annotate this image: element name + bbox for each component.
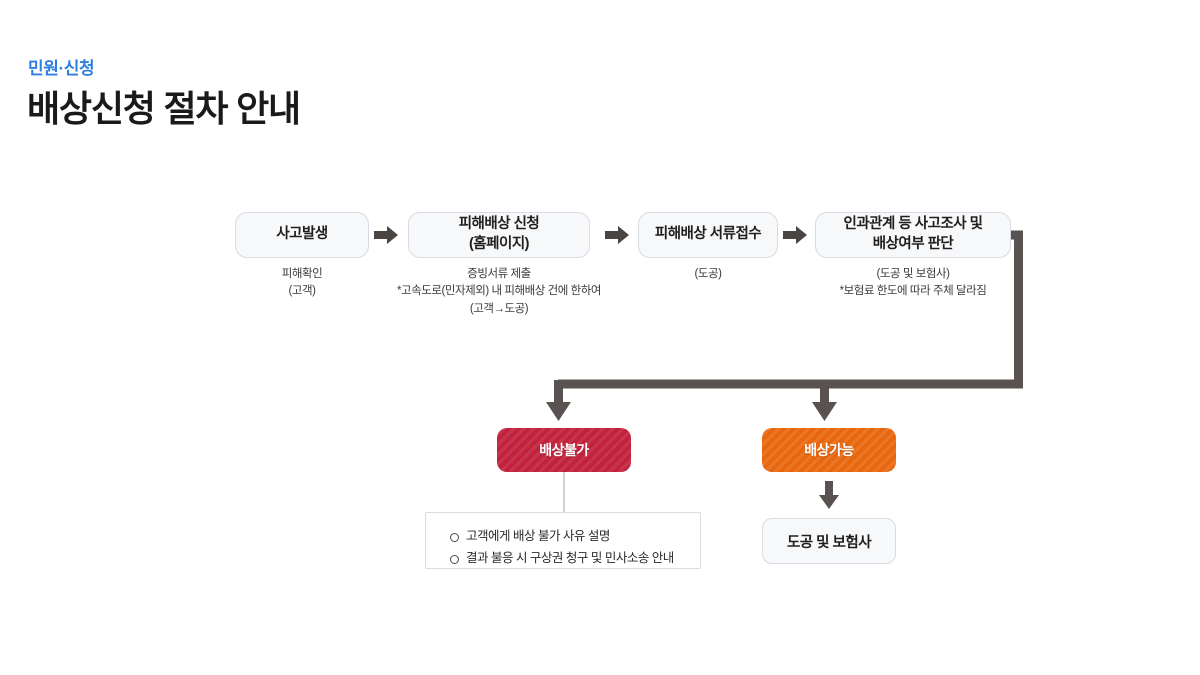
step-label: 인과관계 등 사고조사 및 배상여부 판단 [843, 216, 984, 252]
step-box-damage-claim-application[interactable]: 피해배상 신청 (홈페이지) [408, 212, 590, 258]
step-caption-document-receipt: (도공) [694, 268, 722, 280]
arrow-down-icon [818, 480, 840, 510]
step-label: 피해배상 서류접수 [654, 226, 762, 243]
notes-panel-denied-followup: 고객에게 배상 불가 사유 설명 결과 불응 시 구상권 청구 및 민사소송 안… [425, 512, 701, 569]
terminal-box-agency-and-insurer[interactable]: 도공 및 보험사 [762, 518, 896, 564]
outcome-box-compensation-approved[interactable]: 배상가능 [762, 428, 896, 472]
arrow-right-icon [782, 223, 808, 247]
step-caption-damage-claim-application: 증빙서류 제출 *고속도로(민자제외) 내 피해배상 건에 한하여 (고객→도공… [396, 268, 602, 315]
page-title: 배상신청 절차 안내 [27, 88, 301, 129]
step-box-investigation-and-decision[interactable]: 인과관계 등 사고조사 및 배상여부 판단 [815, 212, 1011, 258]
arrow-right-icon [604, 223, 630, 247]
step-box-accident-occurrence[interactable]: 사고발생 [235, 212, 369, 258]
page-eyebrow: 민원·신청 [28, 59, 95, 78]
arrow-right-icon [373, 223, 399, 247]
step-label: 피해배상 신청 (홈페이지) [458, 216, 540, 252]
outcome-box-compensation-denied[interactable]: 배상불가 [497, 428, 631, 472]
step-label: 사고발생 [276, 226, 328, 243]
note-item: 결과 불응 시 구상권 청구 및 민사소송 안내 [450, 548, 684, 570]
step-box-document-receipt[interactable]: 피해배상 서류접수 [638, 212, 778, 258]
outcome-label: 배상불가 [539, 442, 589, 458]
outcome-label: 배상가능 [804, 442, 854, 458]
step-caption-investigation-and-decision: (도공 및 보험사) *보험료 한도에 따라 주체 달라짐 [839, 268, 987, 298]
note-item: 고객에게 배상 불가 사유 설명 [450, 526, 684, 548]
step-caption-accident-occurrence: 피해확인 (고객) [281, 268, 323, 298]
hairline-connector-denied-to-notes [563, 472, 565, 512]
terminal-label: 도공 및 보험사 [786, 534, 872, 551]
